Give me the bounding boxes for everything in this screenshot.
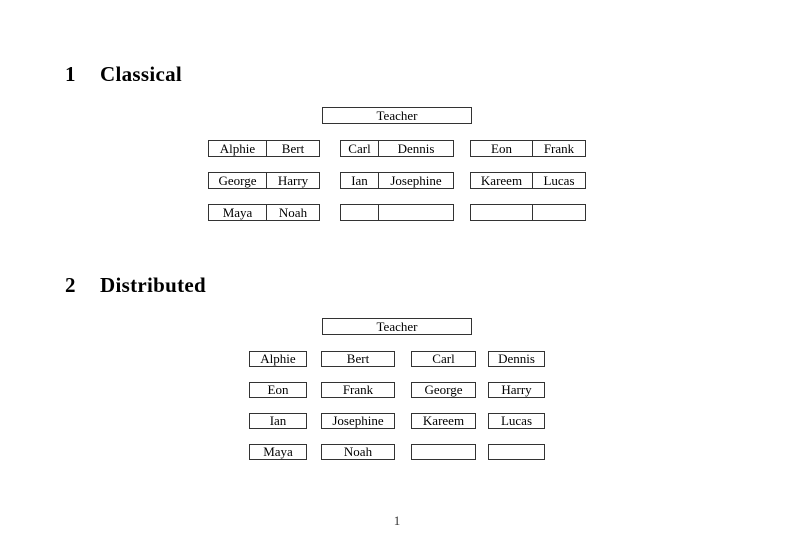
desk <box>470 204 586 221</box>
desk-seat: George <box>218 173 257 188</box>
single-desk: Alphie <box>249 351 307 367</box>
desk-row: Alphie Bert Carl Dennis Eon Frank <box>208 140 586 157</box>
single-desk: Eon <box>249 382 307 398</box>
single-desk: Josephine <box>321 413 395 429</box>
teacher-box: Teacher <box>322 318 472 335</box>
single-desk: Kareem <box>411 413 476 429</box>
page-number: 1 <box>393 513 401 528</box>
desk-row: Eon Frank George Harry <box>249 382 545 398</box>
desk-seat: Harry <box>266 173 319 188</box>
desk-row: Ian Josephine Kareem Lucas <box>249 413 545 429</box>
desk-seat: Frank <box>532 141 585 156</box>
desk <box>340 204 454 221</box>
desk-seat: Ian <box>351 173 368 188</box>
section-title: Distributed <box>100 273 206 297</box>
section-number: 1 <box>65 62 76 86</box>
single-desk: George <box>411 382 476 398</box>
desk-seat: Maya <box>222 205 253 220</box>
desk: Kareem Lucas <box>470 172 586 189</box>
desk-seat: Dennis <box>378 141 453 156</box>
single-desk: Carl <box>411 351 476 367</box>
teacher-label: Teacher <box>376 319 418 334</box>
desk-seat: Josephine <box>378 173 453 188</box>
desk: George Harry <box>208 172 320 189</box>
section-number: 2 <box>65 273 76 297</box>
desk-seat: Eon <box>491 141 512 156</box>
single-desk: Dennis <box>488 351 545 367</box>
desk-seat <box>532 205 585 220</box>
desk-row: Alphie Bert Carl Dennis <box>249 351 545 367</box>
section-title: Classical <box>100 62 183 86</box>
section-heading-classical: 1 Classical <box>65 62 182 87</box>
teacher-label: Teacher <box>376 108 418 123</box>
desk-seat: Bert <box>266 141 319 156</box>
desk-seat: Lucas <box>532 173 585 188</box>
section-heading-distributed: 2 Distributed <box>65 273 206 298</box>
desk-seat: Alphie <box>219 141 256 156</box>
desk: Carl Dennis <box>340 140 454 157</box>
desk-row: George Harry Ian Josephine Kareem Lucas <box>208 172 586 189</box>
single-desk: Bert <box>321 351 395 367</box>
desk: Ian Josephine <box>340 172 454 189</box>
single-desk: Frank <box>321 382 395 398</box>
desk-row: Maya Noah <box>249 444 545 460</box>
single-desk: Lucas <box>488 413 545 429</box>
single-desk <box>411 444 476 460</box>
desk: Eon Frank <box>470 140 586 157</box>
teacher-box: Teacher <box>322 107 472 124</box>
single-desk: Harry <box>488 382 545 398</box>
single-desk <box>488 444 545 460</box>
desk-seat <box>341 205 378 220</box>
single-desk: Ian <box>249 413 307 429</box>
single-desk: Maya <box>249 444 307 460</box>
desk: Alphie Bert <box>208 140 320 157</box>
desk-seat <box>471 205 532 220</box>
desk-seat <box>378 205 453 220</box>
single-desk: Noah <box>321 444 395 460</box>
desk-seat: Kareem <box>480 173 523 188</box>
desk: Maya Noah <box>208 204 320 221</box>
desk-seat: Carl <box>348 141 371 156</box>
desk-row: Maya Noah <box>208 204 586 221</box>
desk-seat: Noah <box>266 205 319 220</box>
